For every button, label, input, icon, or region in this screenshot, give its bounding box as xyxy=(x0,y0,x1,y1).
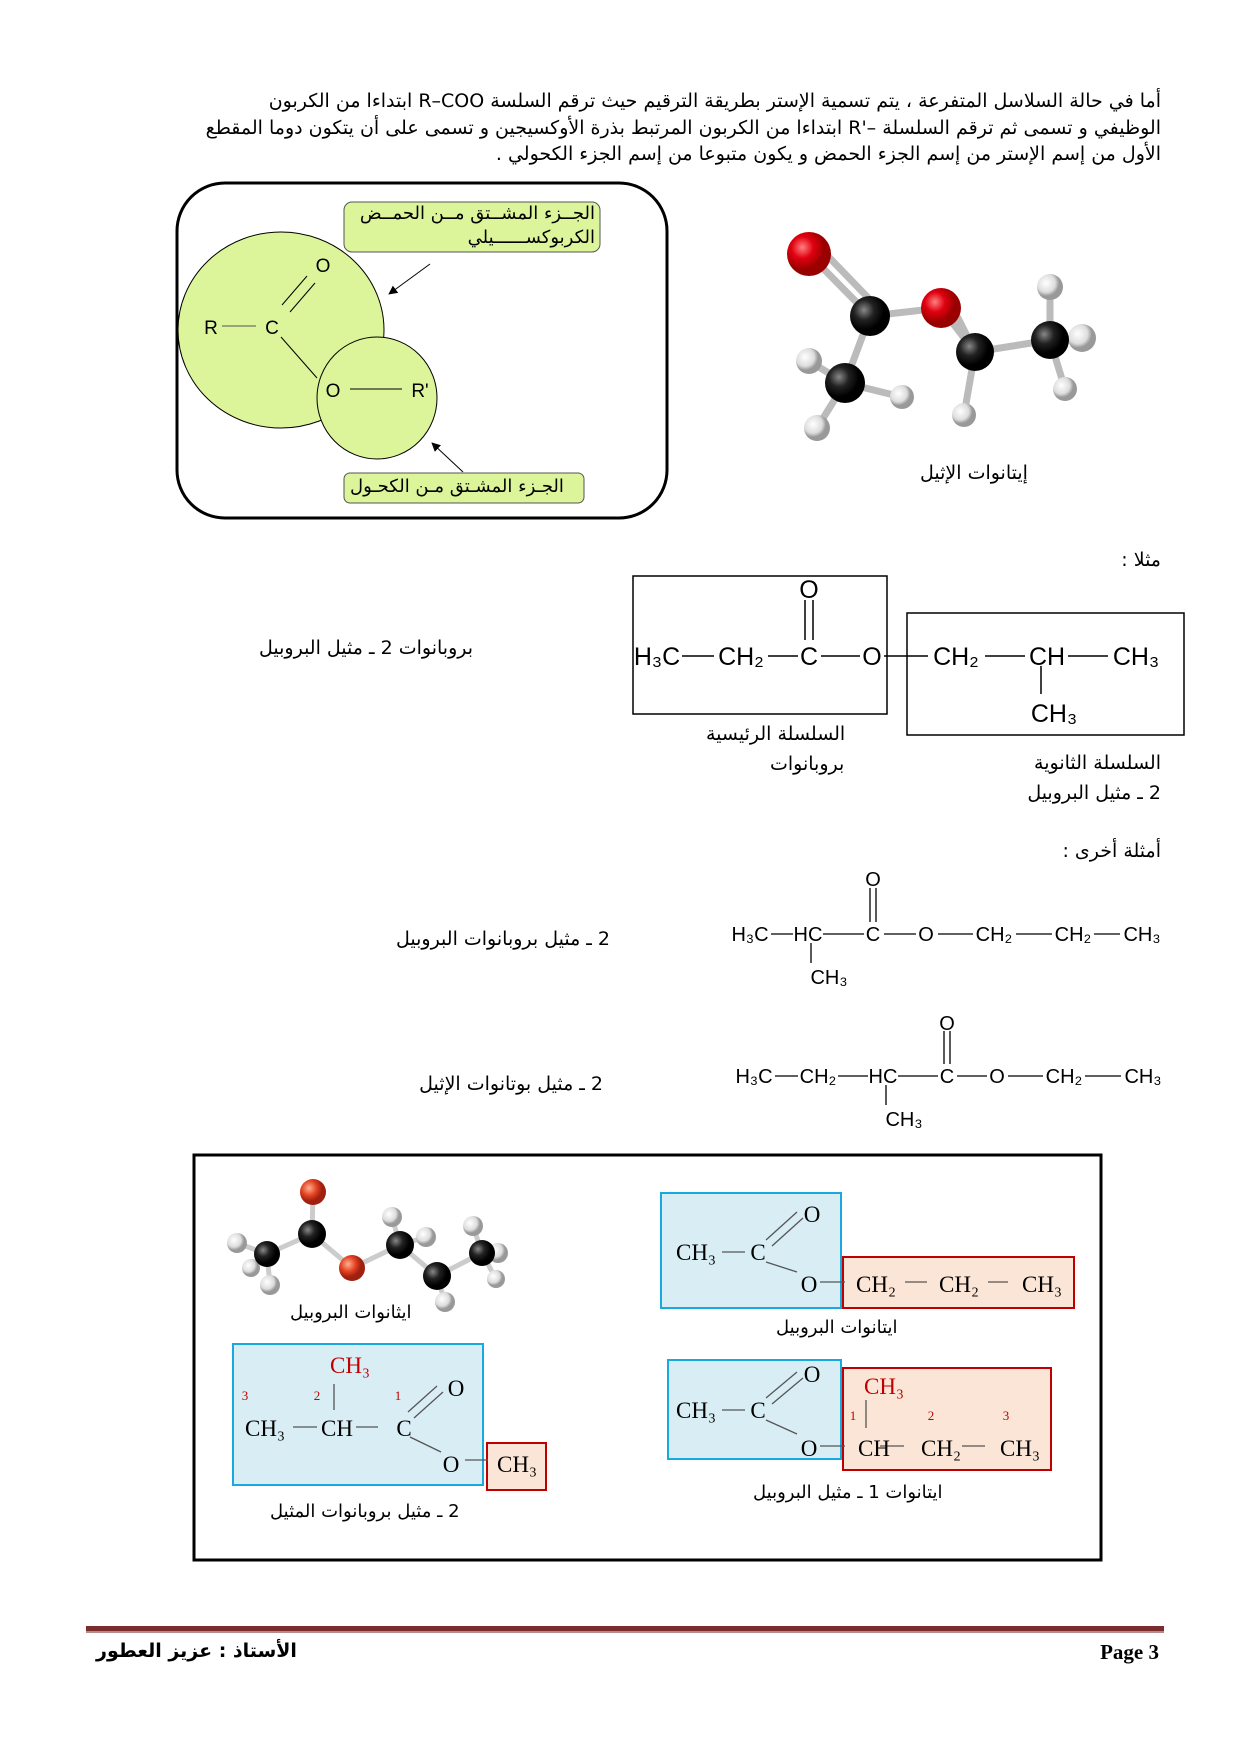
carbon-number: 3 xyxy=(242,1388,249,1403)
atom: CH₃ xyxy=(1124,1066,1161,1088)
atom: O xyxy=(443,1452,460,1477)
atom: CH₃ xyxy=(676,1398,716,1423)
atom: CH₂ xyxy=(976,924,1013,946)
footer-divider xyxy=(86,1626,1164,1633)
atom: CH xyxy=(858,1436,890,1461)
other-example-formula-1: H₃C HC C O O CH₂ CH₂ CH₃ CH₃ xyxy=(731,869,1160,989)
other-examples-heading: أمثلة أخرى : xyxy=(1062,840,1161,862)
ester-structure-diagram: R C O O R' xyxy=(175,181,669,520)
propyl-ethanoate-3d-model xyxy=(227,1179,508,1312)
methylpropyl-ethanoate-formula: CH₃ C O O CH₃ 1 2 3 CH CH₂ CH₃ xyxy=(667,1359,1052,1471)
atom: CH xyxy=(1029,643,1065,671)
atom: C xyxy=(866,924,880,946)
atom: C xyxy=(940,1066,954,1088)
main-chain-name: بروبانوات xyxy=(770,753,845,775)
carbon-number: 1 xyxy=(395,1388,402,1403)
atom: CH₂ xyxy=(1055,924,1092,946)
atom-red: CH₃ xyxy=(864,1374,904,1399)
page-number: Page 3 xyxy=(1100,1640,1159,1664)
example-heading: مثلا : xyxy=(1121,549,1161,571)
atom: CH₂ xyxy=(800,1066,837,1088)
atom: CH₂ xyxy=(921,1436,961,1461)
atom-o-double: O xyxy=(316,256,331,277)
intro-paragraph: أما في حالة السلاسل المتفرعة ، يتم تسمية… xyxy=(158,88,1161,168)
other-example-name: 2 ـ مثيل بوتانوات الإثيل xyxy=(419,1073,603,1095)
atom: O xyxy=(804,1362,821,1387)
atom: CH₂ xyxy=(856,1272,896,1297)
example-formula: H₃C CH₂ C O O CH₂ CH CH₃ CH₃ xyxy=(632,575,1185,736)
atom: O xyxy=(939,1013,955,1035)
carbon-number: 3 xyxy=(1003,1408,1010,1423)
atom: CH₃ xyxy=(1123,924,1160,946)
alcohol-part-label: الجـزء المشـتق مـن الكحـول xyxy=(350,476,564,497)
propyl-ethanoate-formula: CH₃ C O O CH₂ CH₂ CH₃ xyxy=(660,1192,1075,1309)
methyl-methylpropanoate-caption: 2 ـ مثيل بروبانوات المثيل xyxy=(270,1501,460,1522)
atom: O xyxy=(989,1066,1005,1088)
atom: CH₃ xyxy=(676,1240,716,1265)
propyl-ethanoate-caption: ايتانوات البروبيل xyxy=(776,1317,898,1338)
atom: C xyxy=(800,643,818,671)
carbon-number: 2 xyxy=(928,1408,935,1423)
side-chain-label: السلسلة الثانوية xyxy=(1034,752,1161,774)
atom: CH₂ xyxy=(718,643,764,671)
carbon-number: 1 xyxy=(850,1408,857,1423)
atom: CH₃ xyxy=(885,1109,922,1131)
atom: O xyxy=(865,869,881,891)
atom: CH xyxy=(321,1416,353,1441)
atom: CH₃ xyxy=(245,1416,285,1441)
atom: C xyxy=(396,1416,411,1441)
intro-line: الأول من إسم الإستر من إسم الجزء الحمض و… xyxy=(495,143,1161,165)
atom: H₃C xyxy=(735,1066,772,1088)
other-example-formula-2: H₃C CH₂ HC C O O CH₂ CH₃ CH₃ xyxy=(735,1013,1161,1131)
example-name: بروبانوات 2 ـ مثيل البروبيل xyxy=(259,637,474,659)
atom: CH₂ xyxy=(933,643,979,671)
atom: CH₂ xyxy=(939,1272,979,1297)
side-chain-name: 2 ـ مثيل البروبيل xyxy=(1027,782,1161,804)
atom: HC xyxy=(794,924,823,946)
atom: H₃C xyxy=(634,643,680,671)
atom-r-prime: R' xyxy=(411,381,428,402)
atom: H₃C xyxy=(731,924,768,946)
ethyl-ethanoate-3d-model xyxy=(787,232,1096,441)
atom: O xyxy=(801,1436,818,1461)
atom: CH₃ xyxy=(1113,643,1159,671)
atom: O xyxy=(918,924,934,946)
summary-box: CH₃ C O O CH₂ CH₂ CH₃ CH₃ 3 2 1 CH₃ CH C xyxy=(192,1153,1103,1562)
atom-c: C xyxy=(265,318,279,339)
carbon-number: 2 xyxy=(314,1388,321,1403)
methylpropyl-ethanoate-caption: ايتانوات 1 ـ مثيل البروبيل xyxy=(753,1482,943,1503)
propyl-ethanoate-model-caption: ايثانوات البروبيل xyxy=(290,1302,412,1323)
model-caption: إيتانوات الإثيل xyxy=(920,462,1028,484)
atom: CH₃ xyxy=(497,1452,537,1477)
footer-author: الأستاذ : عزيز العطور xyxy=(96,1640,297,1662)
atom: O xyxy=(801,1272,818,1297)
atom: CH₂ xyxy=(1046,1066,1083,1088)
atom: HC xyxy=(869,1066,898,1088)
atom: CH₃ xyxy=(1022,1272,1062,1297)
intro-line: أما في حالة السلاسل المتفرعة ، يتم تسمية… xyxy=(268,90,1161,112)
atom-o-single: O xyxy=(326,381,341,402)
atom: O xyxy=(862,643,881,671)
intro-line: الوظيفي و تسمى ثم ترقم السلسلة –'R ابتدا… xyxy=(205,116,1161,139)
atom: O xyxy=(799,576,818,604)
acid-part-label: الجــزء المشــتق مــن الحمــض الكربوكســ… xyxy=(359,203,595,248)
atom-red: CH₃ xyxy=(330,1353,370,1378)
atom-r: R xyxy=(204,318,218,339)
atom: CH₃ xyxy=(810,967,847,989)
atom: C xyxy=(750,1240,765,1265)
atom: CH₃ xyxy=(1031,700,1077,728)
other-example-name: 2 ـ مثيل بروبانوات البروبيل xyxy=(395,928,610,950)
atom: O xyxy=(804,1202,821,1227)
atom: C xyxy=(750,1398,765,1423)
atom: O xyxy=(448,1376,465,1401)
main-chain-label: السلسلة الرئيسية xyxy=(706,723,846,745)
atom: CH₃ xyxy=(1000,1436,1040,1461)
methyl-methylpropanoate-formula: CH₃ 3 2 1 CH₃ CH C O O CH₃ xyxy=(232,1343,547,1491)
